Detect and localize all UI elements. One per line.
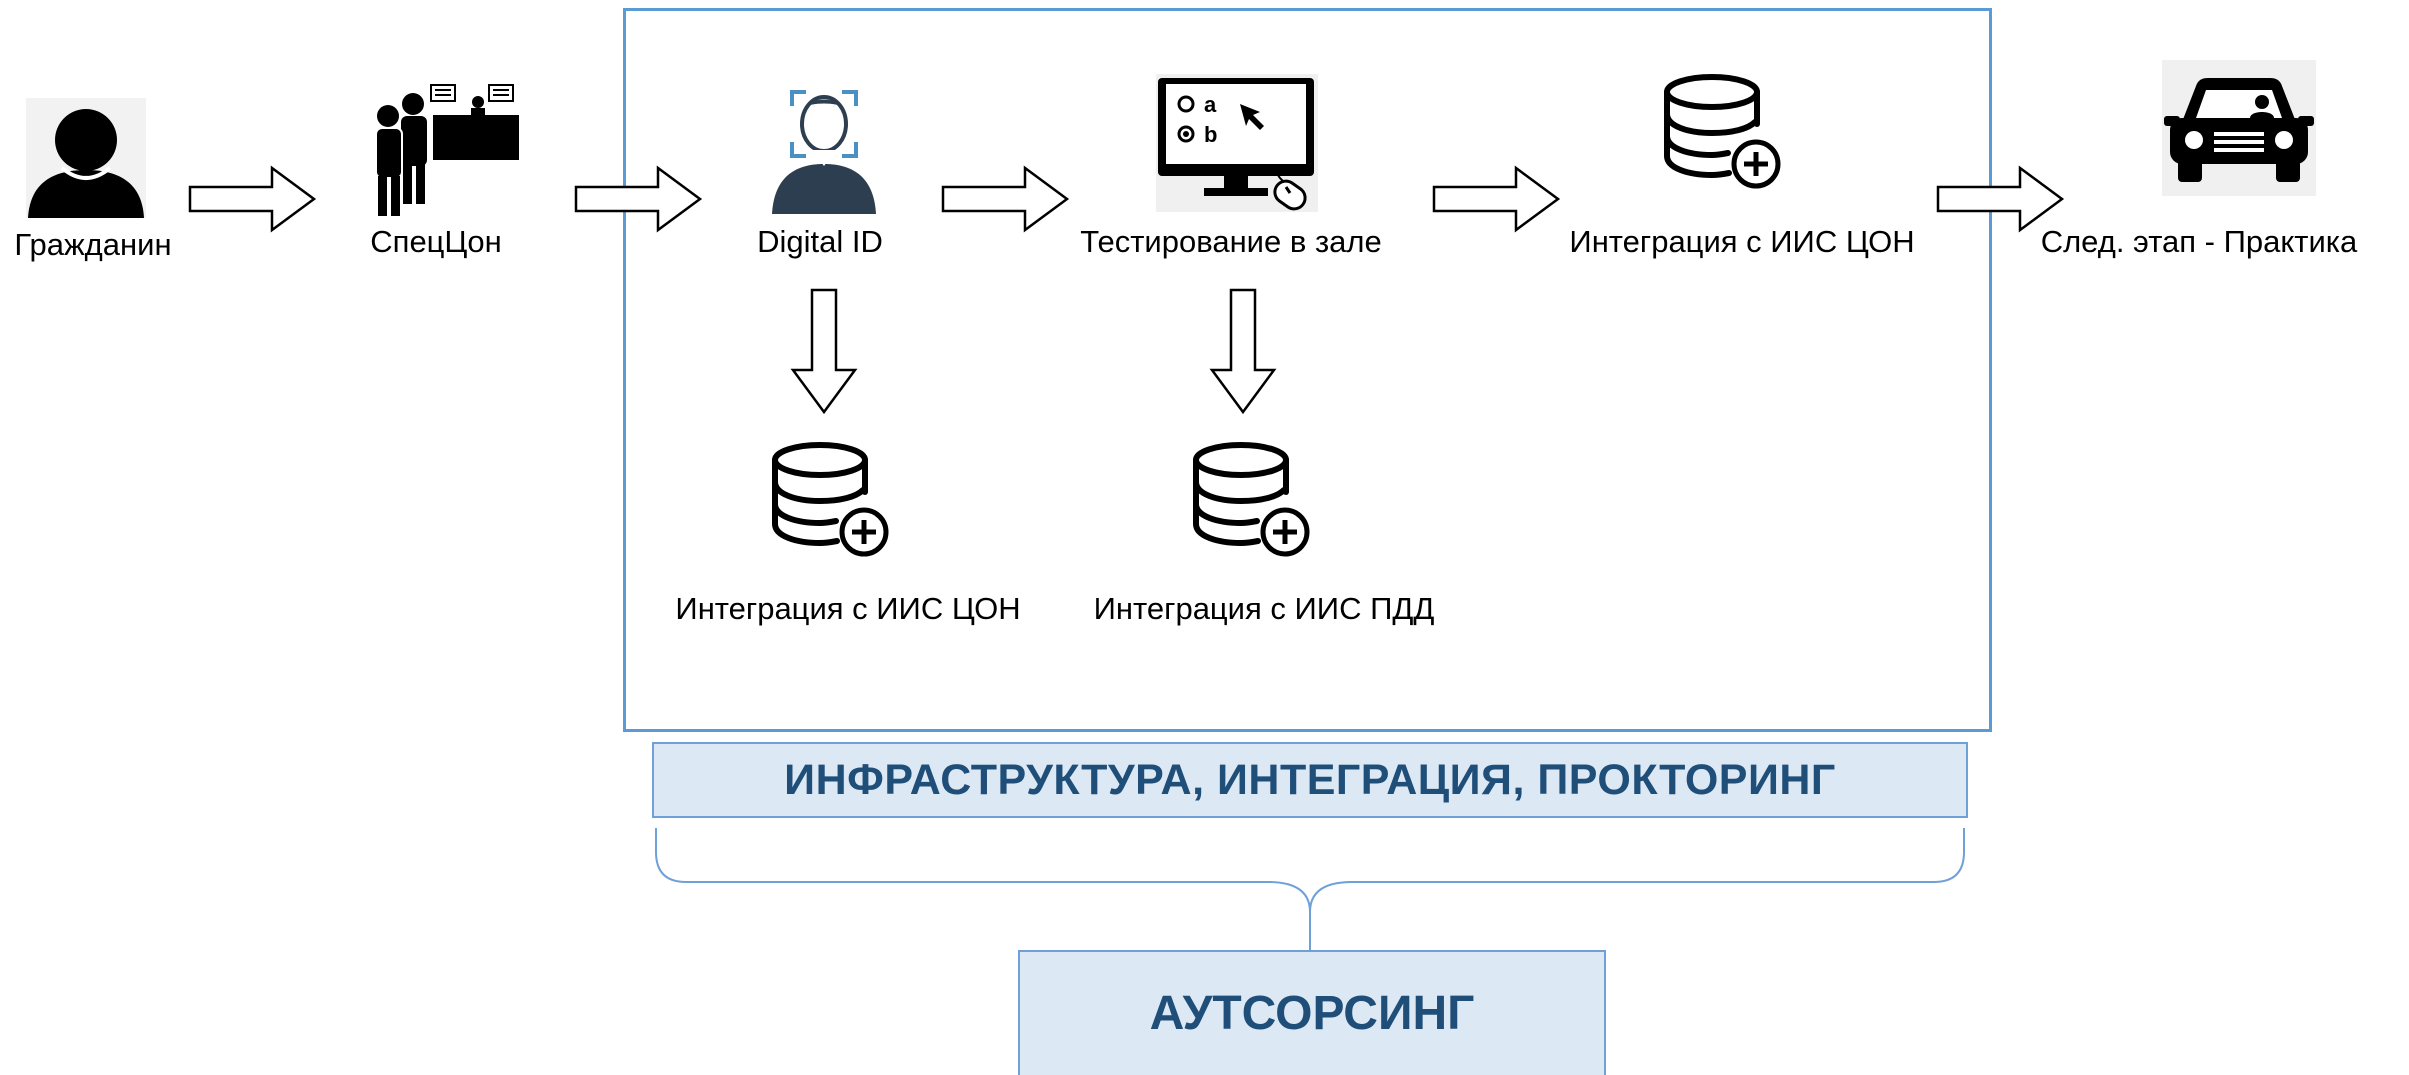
service-desk-icon xyxy=(375,84,519,216)
testing-label: Тестирование в зале xyxy=(1080,224,1382,259)
quiz-option-a: a xyxy=(1204,92,1217,117)
person-icon xyxy=(26,98,146,218)
flow-arrow xyxy=(941,165,1070,233)
next-stage-label: След. этап - Практика xyxy=(2040,224,2358,259)
digital-id-label: Digital ID xyxy=(757,224,883,259)
infrastructure-band: ИНФРАСТРУКТУРА, ИНТЕГРАЦИЯ, ПРОКТОРИНГ xyxy=(652,742,1968,818)
integration-pdd-label: Интеграция с ИИС ПДД xyxy=(1093,591,1435,626)
face-id-icon xyxy=(772,90,876,214)
car-icon xyxy=(2162,60,2316,196)
citizen-label: Гражданин xyxy=(14,227,172,262)
down-arrow xyxy=(1209,288,1277,415)
curly-brace xyxy=(655,828,1965,952)
flow-arrow xyxy=(574,165,703,233)
integration-con-label: Интеграция с ИИС ЦОН xyxy=(675,591,1021,626)
flow-arrow xyxy=(1432,165,1561,233)
spec-con-label: СпецЦон xyxy=(370,224,502,259)
database-add-icon xyxy=(772,442,889,557)
database-add-icon xyxy=(1664,74,1781,189)
computer-test-icon: a b xyxy=(1156,74,1318,212)
quiz-option-b: b xyxy=(1204,122,1217,147)
flow-arrow xyxy=(1936,165,2065,233)
database-add-icon xyxy=(1193,442,1310,557)
outsourcing-box: АУТСОРСИНГ xyxy=(1018,950,1606,1075)
down-arrow xyxy=(790,288,858,415)
flow-arrow xyxy=(188,165,317,233)
process-frame xyxy=(623,8,1992,732)
integration-top-label: Интеграция с ИИС ЦОН xyxy=(1569,224,1915,259)
